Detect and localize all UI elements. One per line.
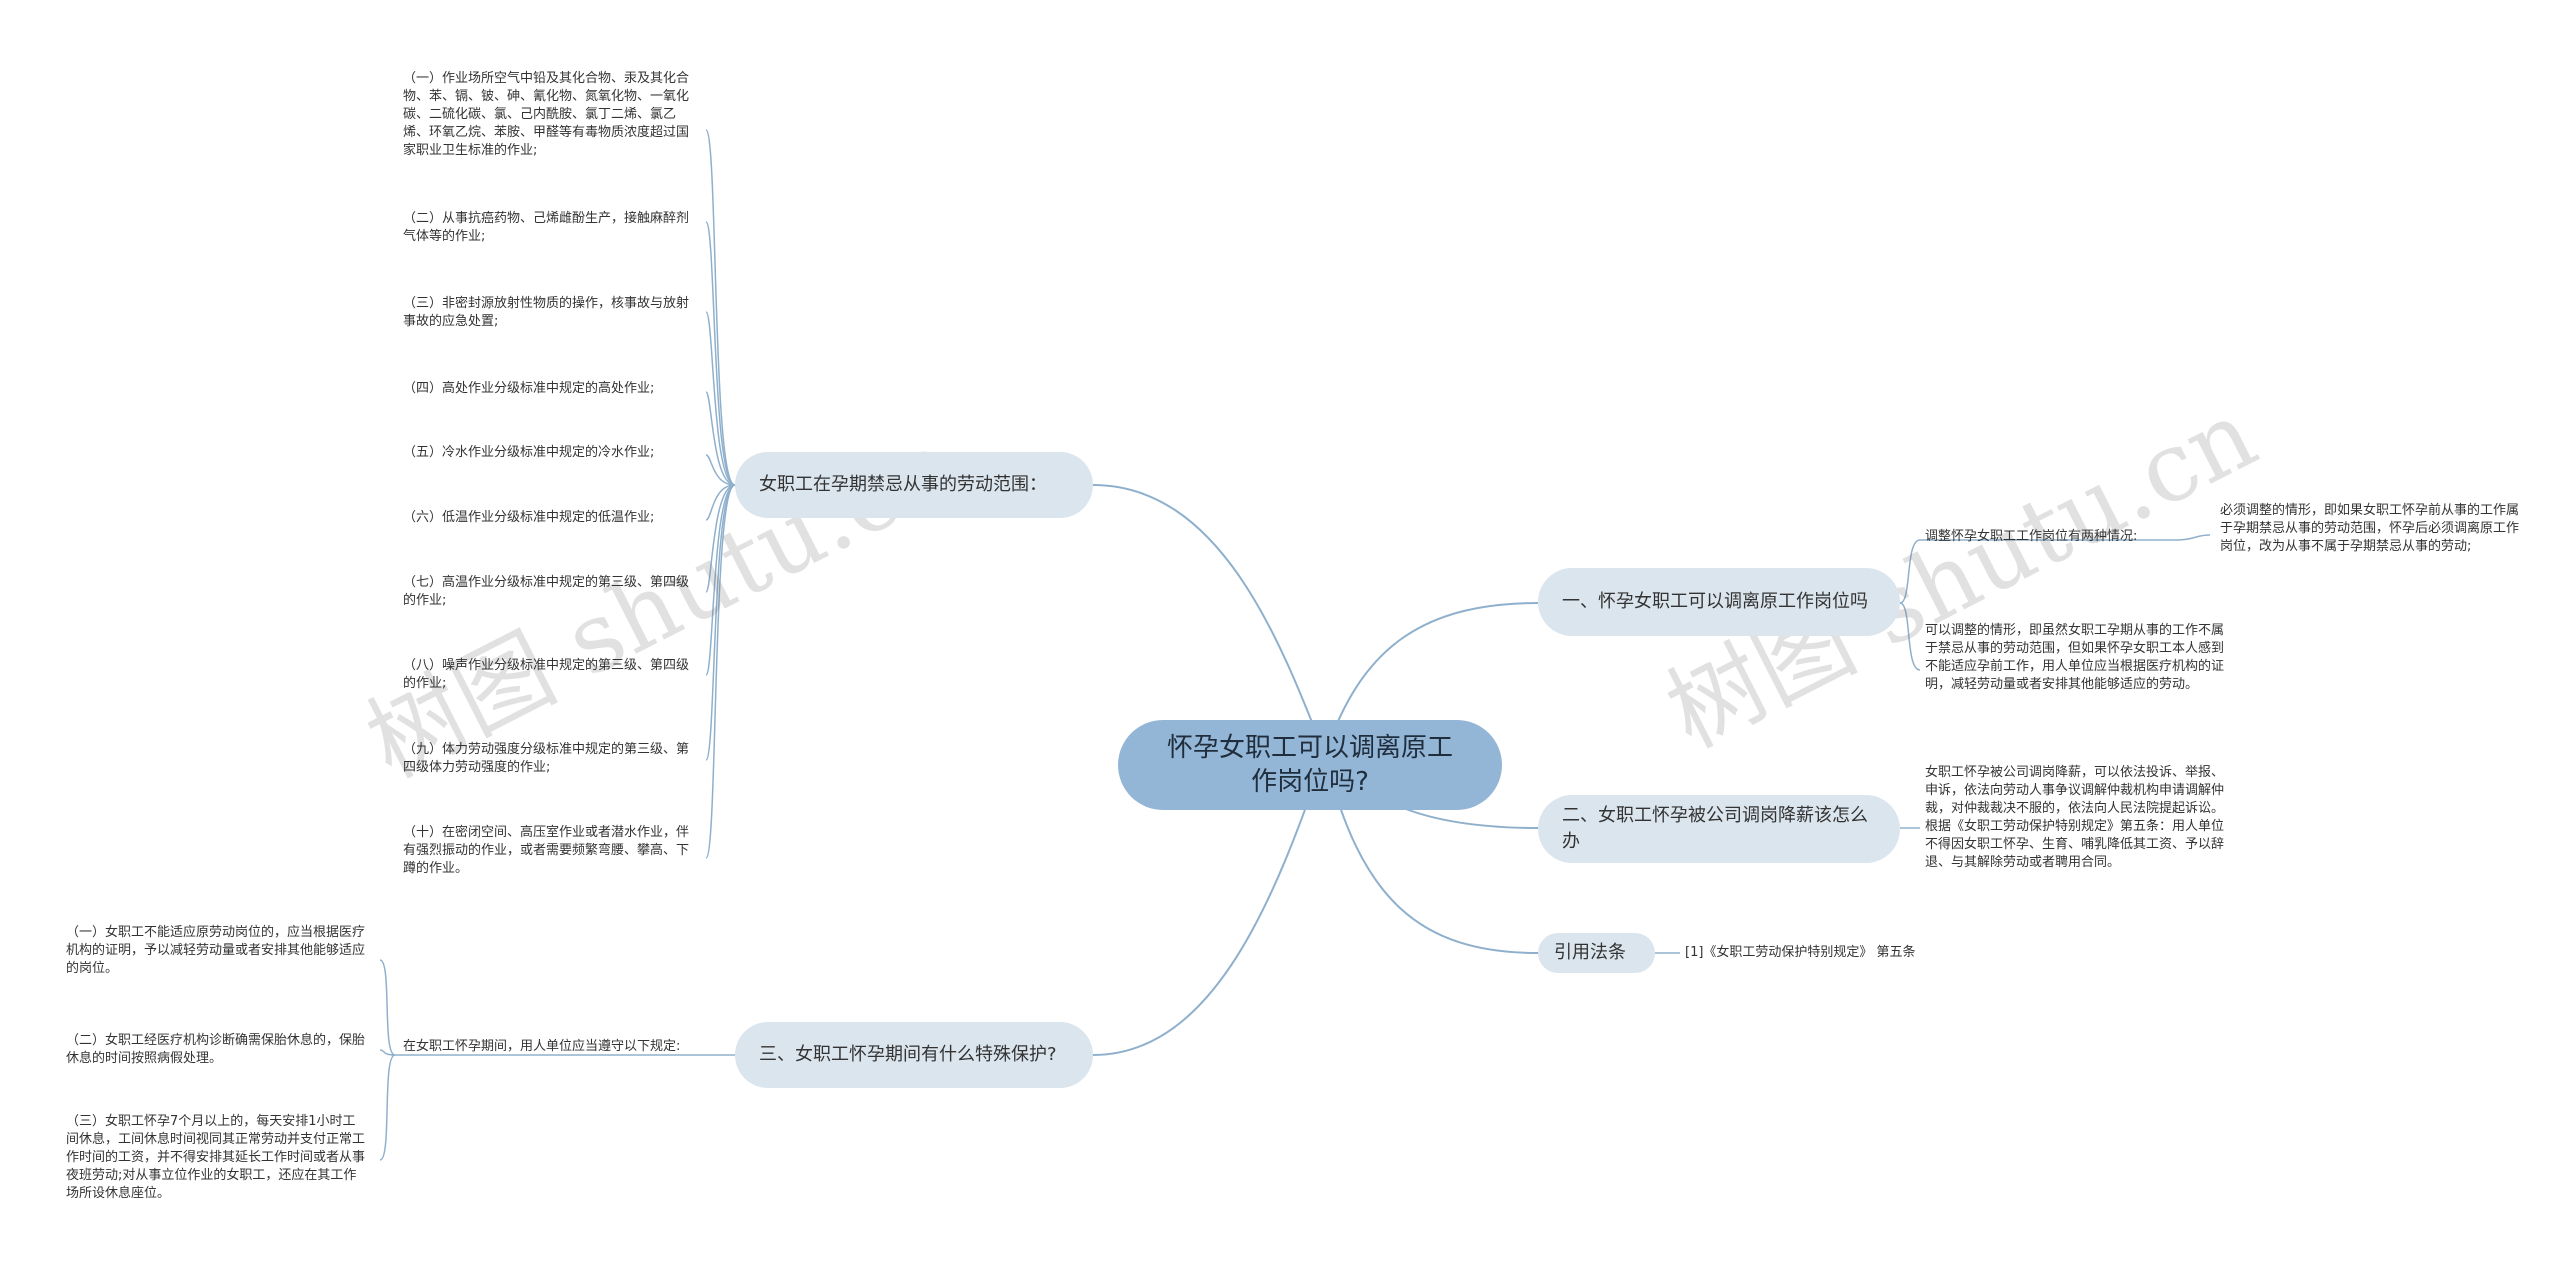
special-protection-intro: 在女职工怀孕期间，用人单位应当遵守以下规定: [403,1039,681,1054]
root-topic[interactable]: 怀孕女职工可以调离原工作岗位吗? [1118,720,1502,810]
leaf-item-8: （八）噪声作业分级标准中规定的第三级、第四级的作业; [403,658,690,691]
branch-cited-law[interactable]: 引用法条 [1538,933,1655,973]
branch-special-protection[interactable]: 三、女职工怀孕期间有什么特殊保护? [735,1022,1093,1088]
leaf-item-4: （四）高处作业分级标准中规定的高处作业; [403,381,655,396]
leaf-item-2: （二）从事抗癌药物、己烯雌酚生产，接触麻醉剂气体等的作业; [403,211,690,244]
leaf-item-9: （九）体力劳动强度分级标准中规定的第三级、第四级体力劳动强度的作业; [403,742,690,775]
leaf-item-5: （五）冷水作业分级标准中规定的冷水作业; [403,445,655,460]
branch-pregnancy-prohibited-work[interactable]: 女职工在孕期禁忌从事的劳动范围： [735,452,1093,518]
transfer-may-adjust: 可以调整的情形，即虽然女职工孕期从事的工作不属于禁忌从事的劳动范围，但如果怀孕女… [1925,623,2225,692]
branch-demotion-pay-cut[interactable]: 二、女职工怀孕被公司调岗降薪该怎么办 [1538,795,1900,863]
transfer-two-cases: 调整怀孕女职工工作岗位有两种情况: [1925,529,2138,544]
leaf-item-1: （一）作业场所空气中铅及其化合物、汞及其化合物、苯、镉、铍、砷、氰化物、氮氧化物… [403,71,690,158]
demotion-remedy: 女职工怀孕被公司调岗降薪，可以依法投诉、举报、申诉，依法向劳动人事争议调解仲裁机… [1925,765,2225,870]
cited-law-reference: [1]《女职工劳动保护特别规定》 第五条 [1685,945,1916,960]
leaf-item-3: （三）非密封源放射性物质的操作，核事故与放射事故的应急处置; [403,296,690,329]
protection-item-3: （三）女职工怀孕7个月以上的，每天安排1小时工间休息，工间休息时间视同其正常劳动… [66,1114,366,1201]
protection-item-1: （一）女职工不能适应原劳动岗位的，应当根据医疗机构的证明，予以减轻劳动量或者安排… [66,925,366,976]
leaf-item-6: （六）低温作业分级标准中规定的低温作业; [403,510,655,525]
transfer-must-adjust: 必须调整的情形，即如果女职工怀孕前从事的工作属于孕期禁忌从事的劳动范围，怀孕后必… [2220,503,2520,554]
leaf-item-10: （十）在密闭空间、高压室作业或者潜水作业，伴有强烈振动的作业，或者需要频繁弯腰、… [403,825,690,876]
leaf-item-7: （七）高温作业分级标准中规定的第三级、第四级的作业; [403,575,690,608]
protection-item-2: （二）女职工经医疗机构诊断确需保胎休息的，保胎休息的时间按照病假处理。 [66,1033,366,1066]
branch-can-transfer[interactable]: 一、怀孕女职工可以调离原工作岗位吗 [1538,568,1900,636]
